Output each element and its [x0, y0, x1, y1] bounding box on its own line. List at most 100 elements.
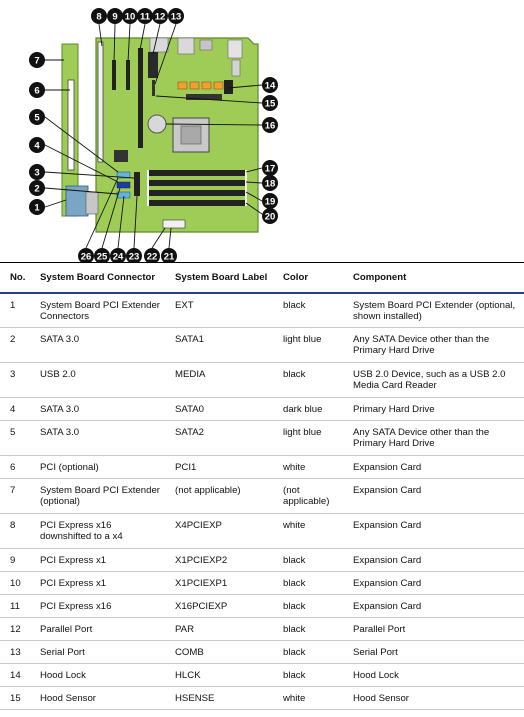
svg-text:21: 21 [164, 252, 175, 263]
svg-text:15: 15 [265, 99, 276, 110]
cell-color: black [273, 362, 343, 398]
callout-4: 4 [29, 137, 45, 153]
callout-8: 8 [91, 8, 107, 24]
cell-color: white [273, 513, 343, 549]
cell-color: dark blue [273, 397, 343, 421]
cell-no: 8 [0, 513, 30, 549]
callout-14: 14 [262, 77, 278, 93]
cell-label: SATA2 [165, 420, 273, 456]
cell-no: 10 [0, 571, 30, 595]
svg-text:24: 24 [113, 252, 124, 263]
system-board-illustration [61, 37, 259, 233]
svg-text:5: 5 [34, 113, 40, 124]
callout-2: 2 [29, 180, 45, 196]
cell-label: X4PCIEXP [165, 513, 273, 549]
cell-label: (not applicable) [165, 478, 273, 514]
cell-component: Parallel Port [343, 617, 524, 641]
cell-color: white [273, 686, 343, 710]
cell-component: Expansion Card [343, 513, 524, 549]
callout-18: 18 [262, 175, 278, 191]
cell-color: white [273, 455, 343, 479]
cell-color: black [273, 292, 343, 328]
callout-12: 12 [152, 8, 168, 24]
callout-3: 3 [29, 164, 45, 180]
svg-text:16: 16 [265, 121, 276, 132]
cell-component: Expansion Card [343, 548, 524, 572]
cell-connector: SATA 3.0 [30, 397, 165, 421]
callout-11: 11 [137, 8, 153, 24]
cell-color: black [273, 640, 343, 664]
callout-13: 13 [168, 8, 184, 24]
cell-no: 13 [0, 640, 30, 664]
cell-connector: Battery [30, 709, 165, 717]
cell-label: X1PCIEXP2 [165, 548, 273, 572]
cell-no: 7 [0, 478, 30, 514]
cell-label: EXT [165, 292, 273, 328]
svg-text:19: 19 [265, 197, 276, 208]
cell-component: Primary Hard Drive [343, 397, 524, 421]
cell-color: black [273, 548, 343, 572]
svg-text:20: 20 [265, 212, 276, 223]
cell-component: USB 2.0 Device, such as a USB 2.0 Media … [343, 362, 524, 398]
cell-component: Expansion Card [343, 571, 524, 595]
cell-component: Any SATA Device other than the Primary H… [343, 420, 524, 456]
cell-connector: Parallel Port [30, 617, 165, 641]
header-label: System Board Label [165, 262, 273, 294]
svg-text:8: 8 [96, 12, 101, 23]
cell-no: 14 [0, 663, 30, 687]
callouts: 8 9 10 11 12 13 7 6 5 4 3 2 1 14 15 16 1… [29, 8, 278, 262]
svg-text:17: 17 [265, 164, 276, 175]
svg-text:25: 25 [97, 252, 108, 263]
cell-color: light blue [273, 327, 343, 363]
battery-graphic [147, 114, 167, 134]
callout-24: 24 [110, 248, 126, 262]
cell-component: Any SATA Device other than the Primary H… [343, 327, 524, 363]
cell-connector: USB 2.0 [30, 362, 165, 398]
cell-no: 2 [0, 327, 30, 363]
svg-text:26: 26 [81, 252, 92, 263]
cell-component: Battery [343, 709, 524, 717]
cell-label: HSENSE [165, 686, 273, 710]
cell-connector: PCI Express x1 [30, 571, 165, 595]
cell-connector: PCI Express x16 [30, 594, 165, 618]
cell-no: 16 [0, 709, 30, 717]
cell-connector: PCI (optional) [30, 455, 165, 479]
callout-9: 9 [107, 8, 123, 24]
cell-no: 6 [0, 455, 30, 479]
cell-color: black [273, 594, 343, 618]
cell-connector: SATA 3.0 [30, 327, 165, 363]
cell-connector: Hood Lock [30, 663, 165, 687]
cell-component: Hood Sensor [343, 686, 524, 710]
cell-color: black [273, 617, 343, 641]
cell-component: Expansion Card [343, 478, 524, 514]
table-row: 16BatteryBATblackBattery [0, 709, 524, 717]
svg-text:14: 14 [265, 81, 276, 92]
callout-20: 20 [262, 208, 278, 224]
svg-text:6: 6 [34, 86, 39, 97]
svg-text:22: 22 [147, 252, 158, 263]
cell-connector: PCI Express x16 downshifted to a x4 [30, 513, 165, 549]
callout-25: 25 [94, 248, 110, 262]
callout-6: 6 [29, 82, 45, 98]
cell-no: 9 [0, 548, 30, 572]
header-connector: System Board Connector [30, 262, 165, 294]
svg-text:11: 11 [140, 12, 151, 23]
cell-label: SATA0 [165, 397, 273, 421]
svg-text:2: 2 [34, 184, 39, 195]
callout-23: 23 [126, 248, 142, 262]
cell-connector: SATA 3.0 [30, 420, 165, 456]
svg-text:18: 18 [265, 179, 276, 190]
cell-component: Expansion Card [343, 455, 524, 479]
svg-text:23: 23 [129, 252, 140, 263]
cell-no: 15 [0, 686, 30, 710]
svg-text:10: 10 [125, 12, 136, 23]
